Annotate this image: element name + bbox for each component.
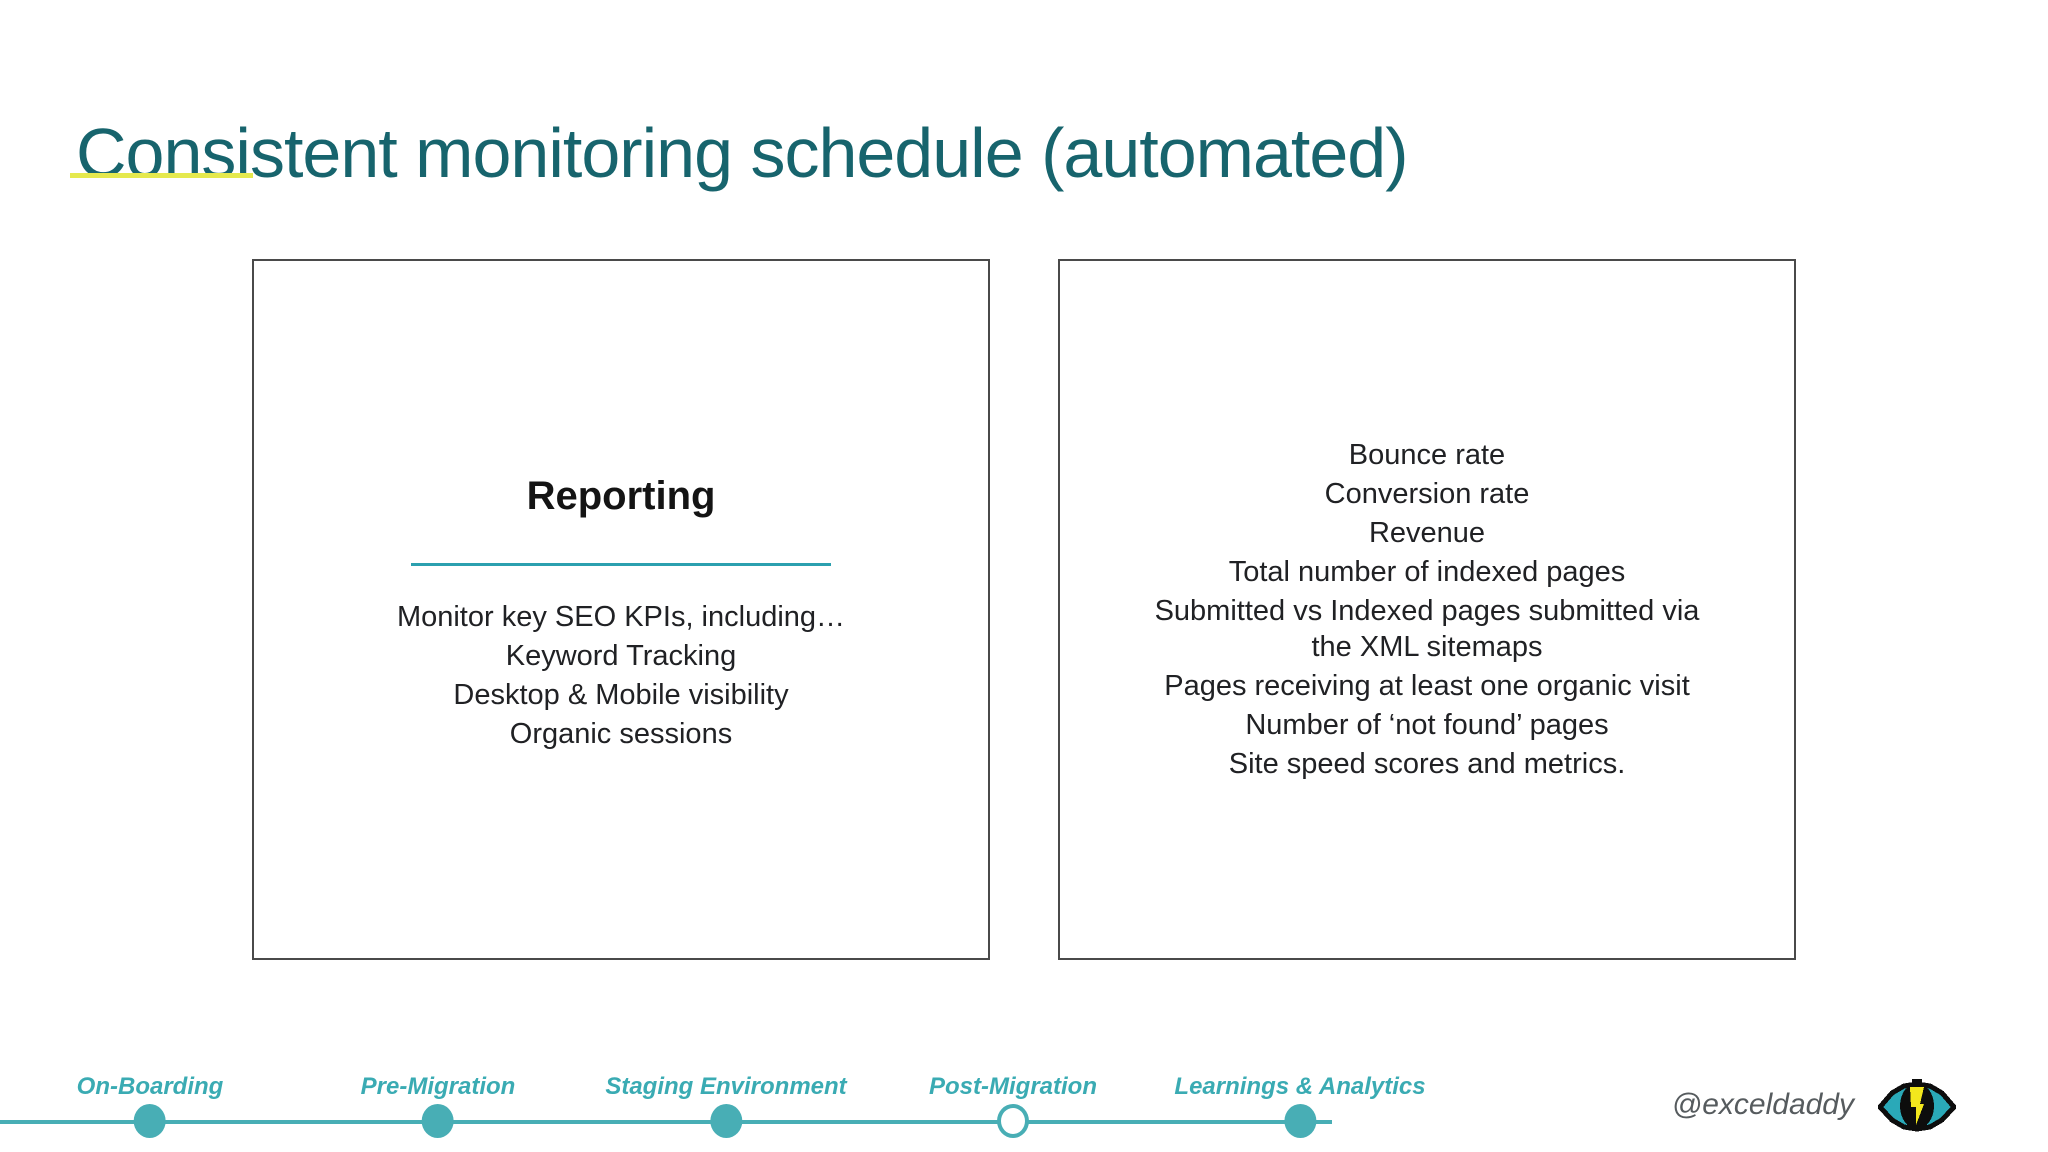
milestone-label: Learnings & Analytics (1174, 1073, 1426, 1100)
milestone-label: Post-Migration (929, 1073, 1097, 1100)
milestone-pre-migration: Pre-Migration (360, 1072, 516, 1138)
list-item: Pages receiving at least one organic vis… (1164, 670, 1690, 702)
slide-title: Consistent monitoring schedule (automate… (76, 113, 1409, 192)
milestone-dot (134, 1104, 166, 1138)
milestone-dot (997, 1104, 1029, 1138)
milestone-dot (709, 1104, 742, 1138)
milestone-post-migration: Post-Migration (929, 1072, 1097, 1138)
list-item: Number of ‘not found’ pages (1245, 709, 1609, 741)
milestone-dot (1284, 1104, 1316, 1138)
reporting-card-divider (411, 563, 831, 566)
list-item: Submitted vs Indexed pages submitted via… (1154, 595, 1700, 663)
milestone-dot (422, 1104, 454, 1138)
reporting-card-heading: Reporting (526, 474, 716, 518)
milestone-staging-environment: Staging Environment (605, 1072, 847, 1138)
timeline-line (0, 1120, 1332, 1124)
eye-bolt-logo-icon (1878, 1079, 1956, 1132)
list-item: Total number of indexed pages (1228, 556, 1626, 588)
milestone-learnings-analytics: Learnings & Analytics (1174, 1072, 1426, 1138)
list-item: Organic sessions (509, 718, 733, 750)
reporting-kpi-list: Monitor key SEO KPIs, including… Keyword … (397, 596, 845, 755)
list-item: Conversion rate (1324, 478, 1530, 510)
list-item: Revenue (1368, 517, 1486, 549)
milestone-on-boarding: On-Boarding (76, 1072, 224, 1138)
milestone-label: Pre-Migration (360, 1073, 516, 1100)
title-accent-underline (70, 173, 253, 178)
author-handle: @exceldaddy (1671, 1088, 1854, 1121)
list-item: Keyword Tracking (505, 640, 737, 672)
reporting-card: Reporting Monitor key SEO KPIs, includin… (252, 259, 990, 960)
milestone-label: On-Boarding (76, 1073, 224, 1100)
milestone-label: Staging Environment (605, 1073, 847, 1100)
list-item: Desktop & Mobile visibility (453, 679, 789, 711)
list-item: Monitor key SEO KPIs, including… (396, 601, 846, 633)
list-item: Bounce rate (1348, 439, 1506, 471)
list-item: Site speed scores and metrics. (1228, 748, 1626, 780)
